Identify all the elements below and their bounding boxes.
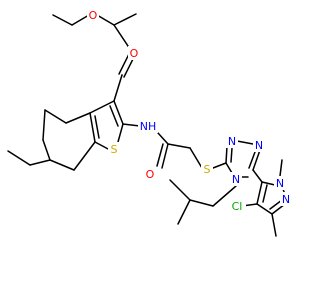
bond [123, 56, 135, 78]
bond [248, 151, 256, 169]
atom-label: N [255, 139, 263, 152]
atom-label: NH [140, 120, 157, 133]
atom-label: S [111, 143, 118, 156]
bond [157, 132, 169, 145]
bond [256, 181, 263, 205]
atom-label: Cl [232, 200, 243, 213]
bond [29, 159, 51, 166]
bond [230, 147, 233, 163]
bond [118, 53, 130, 75]
bond [225, 162, 233, 174]
bond [109, 105, 119, 127]
bond [261, 181, 276, 186]
bond [49, 159, 75, 171]
bond [252, 149, 261, 171]
atom-label: O [146, 168, 155, 181]
bond [89, 100, 115, 114]
bond [113, 13, 137, 26]
bond [113, 100, 124, 125]
bond [262, 184, 268, 203]
bond [7, 150, 31, 166]
bond [113, 74, 123, 102]
atom-label: N [228, 135, 236, 148]
bond [169, 179, 191, 201]
atom-label: O [89, 9, 98, 22]
bond [44, 109, 67, 124]
bond [94, 115, 100, 139]
bond [225, 145, 228, 164]
bond [189, 199, 214, 207]
bond [212, 185, 237, 207]
bond [89, 112, 96, 143]
bond [42, 109, 46, 141]
bond [212, 162, 227, 169]
bond [96, 14, 115, 26]
bond [42, 139, 51, 161]
atom-label: S [204, 163, 211, 176]
bond [73, 141, 96, 171]
bond [94, 141, 111, 151]
bond [65, 112, 91, 124]
bond [122, 123, 141, 127]
bond [156, 143, 164, 167]
molecule-diagram: O O NH S O S N N N N N Cl [7, 8, 292, 237]
bond [71, 14, 90, 26]
bond [113, 24, 131, 50]
structure-drawing: O O NH S O S N N N N N Cl [7, 8, 292, 237]
bond [252, 169, 263, 183]
bond-layer [7, 13, 286, 237]
atom-label: O [130, 47, 139, 60]
bond [271, 213, 277, 237]
bond [117, 123, 124, 143]
bond [52, 14, 73, 26]
atom-label: N [282, 193, 290, 206]
bond [236, 140, 254, 145]
bond [189, 147, 203, 169]
atom-label: N [276, 177, 284, 190]
atom-label: N [232, 173, 240, 186]
atom-label-layer: O O NH S O S N N N N N Cl [87, 8, 292, 213]
bond [256, 203, 273, 215]
bond [177, 199, 191, 225]
bond [279, 159, 283, 177]
bond [167, 143, 191, 149]
bond [161, 143, 169, 169]
